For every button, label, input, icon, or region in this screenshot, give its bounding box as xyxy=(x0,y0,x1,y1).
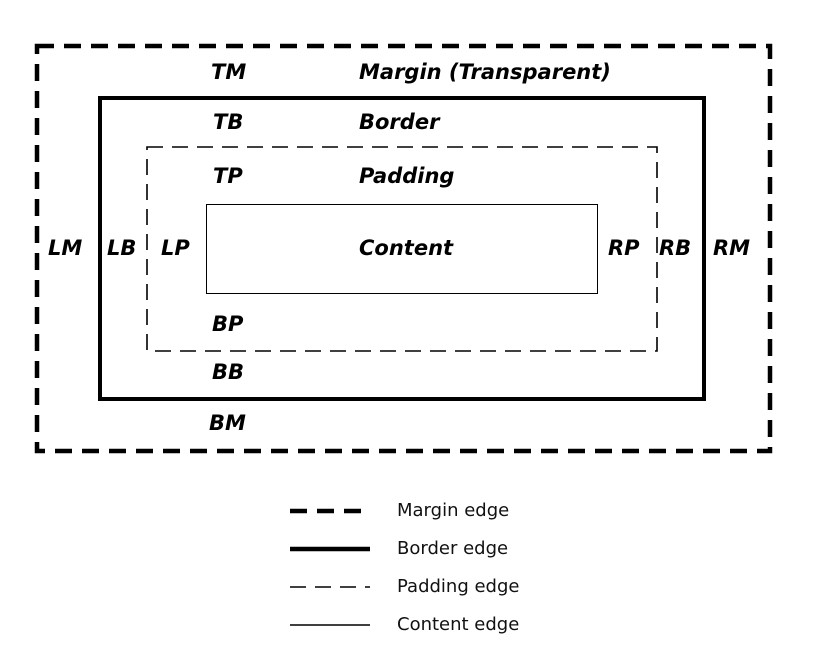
bottom-margin-label: BM xyxy=(209,411,246,435)
legend-content-edge-label: Content edge xyxy=(397,614,520,635)
content-edge-box xyxy=(206,204,598,294)
right-margin-label: RM xyxy=(713,236,751,260)
bottom-padding-label: BP xyxy=(212,312,244,336)
content-title: Content xyxy=(359,236,454,260)
legend-content-edge-swatch xyxy=(290,624,370,626)
legend-margin-edge-label: Margin edge xyxy=(397,500,510,521)
right-padding-label: RP xyxy=(608,236,640,260)
margin-title: Margin (Transparent) xyxy=(359,60,611,84)
padding-edge-rect xyxy=(146,146,658,352)
legend-padding-edge-label: Padding edge xyxy=(397,576,520,597)
top-margin-label: TM xyxy=(211,60,247,84)
top-border-label: TB xyxy=(213,110,244,134)
margin-edge-rect xyxy=(34,43,773,454)
right-border-label: RB xyxy=(659,236,692,260)
padding-title: Padding xyxy=(359,164,455,188)
legend-margin-edge-swatch xyxy=(290,508,370,514)
border-edge-box xyxy=(98,96,706,401)
legend-border-edge-swatch xyxy=(290,546,370,552)
left-padding-label: LP xyxy=(161,236,190,260)
border-title: Border xyxy=(359,110,440,134)
left-margin-label: LM xyxy=(48,236,83,260)
left-border-label: LB xyxy=(107,236,137,260)
legend-border-edge-label: Border edge xyxy=(397,538,509,559)
bottom-border-label: BB xyxy=(212,360,245,384)
legend-padding-edge-swatch xyxy=(290,586,370,588)
top-padding-label: TP xyxy=(213,164,243,188)
